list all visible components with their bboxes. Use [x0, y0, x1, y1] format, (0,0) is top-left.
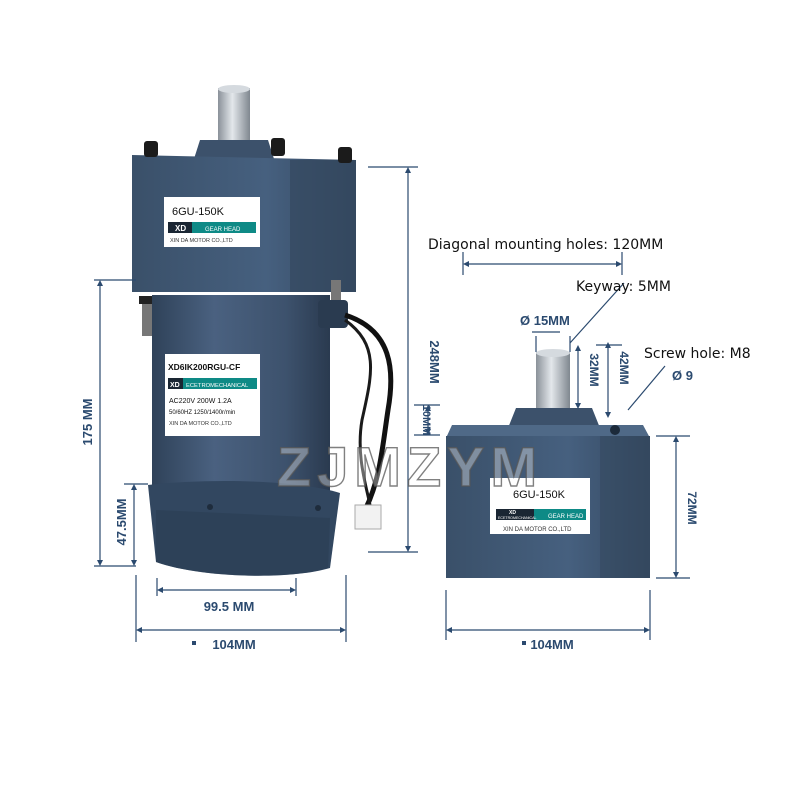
left-top-bolts: [144, 138, 352, 163]
dim-total-height: 248MM: [427, 340, 442, 383]
nameplate-maker: XIN DA MOTOR CO.,LTD: [169, 421, 232, 427]
dim-cover-width: 99.5 MM: [204, 599, 255, 614]
cable-connector: [354, 504, 382, 530]
watermark-text: ZJMZYM: [277, 435, 543, 498]
right-label-brand: XD: [509, 510, 516, 516]
left-gear-label-teal: GEAR HEAD: [205, 227, 241, 233]
dim-gear-height: 72MM: [685, 491, 699, 524]
right-label-small: ECETROMECHANICAL: [498, 516, 537, 520]
bullet-left-width: [192, 641, 196, 645]
dim-shaft-length: 42MM: [617, 351, 631, 384]
left-gear-label-maker: XIN DA MOTOR CO.,LTD: [170, 238, 233, 244]
dimension-labels: 248MM 175 MM 47.5MM 99.5 MM 104MM 10MM Ø…: [80, 313, 699, 652]
dim-right-width: 104MM: [530, 637, 573, 652]
dim-body-height: 175 MM: [80, 399, 95, 446]
nameplate-line1: AC220V 200W 1.2A: [169, 398, 232, 405]
left-motor-assembly: 6GU-150K XD GEAR HEAD XIN DA MOTOR CO.,L…: [132, 85, 394, 576]
bullet-right-width: [522, 641, 526, 645]
right-output-shaft: [536, 352, 570, 414]
left-gearbox-side: [290, 160, 356, 292]
left-gear-boss: [193, 140, 275, 162]
note-screw-hole: Screw hole: M8: [644, 346, 751, 362]
right-gear-top: [446, 425, 650, 438]
cable-gland: [318, 300, 348, 328]
motor-cable: [344, 312, 394, 512]
dim-left-width: 104MM: [212, 637, 255, 652]
right-gear-boss: [508, 408, 600, 428]
left-gear-label: 6GU-150K XD GEAR HEAD XIN DA MOTOR CO.,L…: [164, 197, 260, 247]
right-gear-label: 6GU-150K XD ECETROMECHANICAL GEAR HEAD X…: [490, 478, 590, 534]
screw-hole-icon: [610, 425, 620, 435]
note-keyway: Keyway: 5MM: [576, 279, 671, 295]
left-shaft-tip: [218, 85, 250, 93]
dim-flange: 10MM: [420, 405, 432, 436]
dim-cover-height: 47.5MM: [114, 499, 129, 546]
nameplate-line2: 50/60HZ 1250/1400r/min: [169, 410, 235, 416]
left-gear-label-model: 6GU-150K: [172, 206, 225, 218]
dim-keyway-length: 32MM: [587, 353, 601, 386]
right-label-model: 6GU-150K: [513, 489, 566, 501]
dim-shaft-dia: Ø 15MM: [520, 313, 570, 328]
dim-screw-dia: Ø 9: [672, 368, 693, 383]
nameplate-teal: ECETROMECHANICAL: [186, 383, 249, 389]
right-gearhead-assembly: 6GU-150K XD ECETROMECHANICAL GEAR HEAD X…: [446, 349, 650, 578]
nameplate-brand: XD: [170, 382, 180, 389]
note-diagonal-holes: Diagonal mounting holes: 120MM: [428, 237, 663, 253]
left-motor-nameplate: XD6IK200RGU-CF XD ECETROMECHANICAL AC220…: [165, 354, 260, 436]
left-gear-label-brand: XD: [175, 224, 186, 233]
dimension-lines: [94, 166, 690, 642]
right-label-teal: GEAR HEAD: [548, 514, 584, 520]
right-label-maker: XIN DA MOTOR CO.,LTD: [503, 527, 572, 533]
nameplate-model: XD6IK200RGU-CF: [168, 362, 240, 372]
annotation-notes: Diagonal mounting holes: 120MM Keyway: 5…: [428, 237, 751, 362]
